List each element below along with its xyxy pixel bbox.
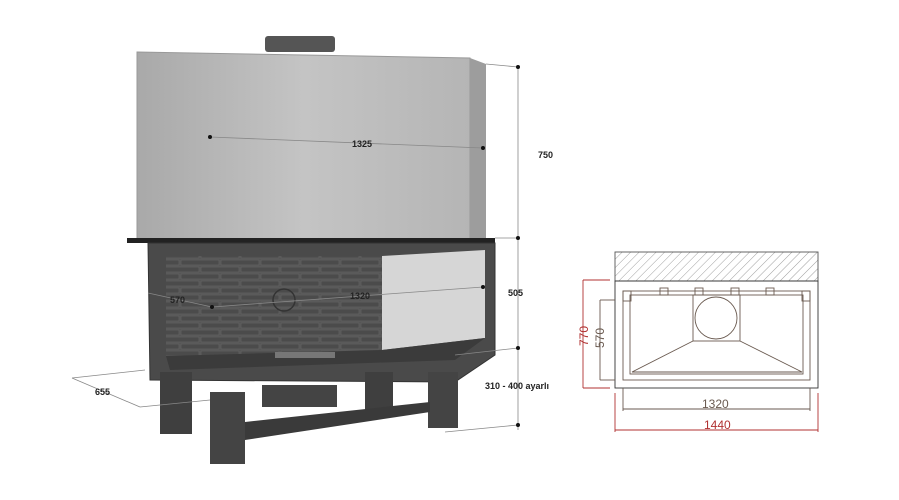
plan-view [599,251,819,411]
plan-outer-dimensions [582,279,819,432]
hood-width-label: 1325 [352,139,372,149]
leg [210,392,245,464]
leg [428,372,458,428]
flue-collar [265,36,335,52]
hood-side [470,58,486,240]
overall-depth-label: 655 [95,387,110,397]
hood-ledge [127,238,495,243]
side-glass [382,250,485,350]
dimension-points [208,65,520,427]
firebox-width-label: 1320 [350,291,370,301]
plan-inner-depth-label: 570 [593,328,607,348]
leg-crossbar [245,402,430,440]
ash-drawer [262,385,337,407]
fireplace-3d-render [127,36,496,464]
firebox-height-label: 505 [508,288,523,298]
grate [275,352,335,358]
air-inlet-icon [272,288,296,312]
leg-height-label: 310 - 400 ayarlı [485,381,549,391]
plan-outer-width-label: 1440 [704,418,731,432]
plan-inner-width-label: 1320 [702,397,729,411]
plan-outer-depth-label: 770 [577,326,591,346]
firebox-depth-label: 570 [170,295,185,305]
leg [365,372,393,412]
hood-front [136,51,471,241]
hood-height-label: 750 [538,150,553,160]
perspective-dimensions [71,63,519,433]
